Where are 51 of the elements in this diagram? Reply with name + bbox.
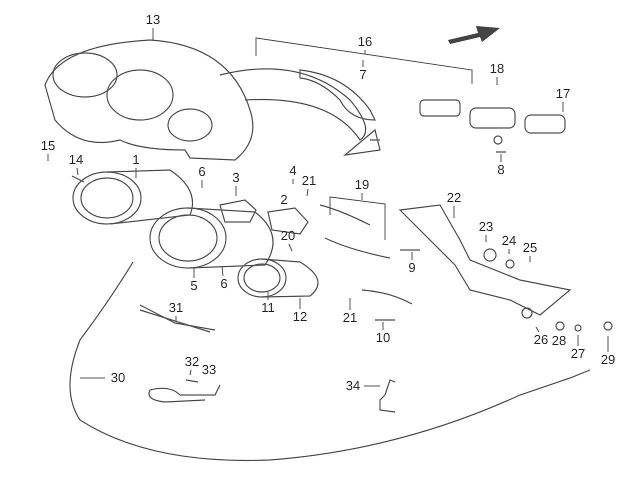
leader-line [222,266,224,276]
callout-number: 3 [232,171,240,185]
callout-number: 18 [490,62,504,76]
callout-number: 5 [190,279,198,293]
leader-line [562,102,564,112]
callout-number: 2 [280,193,288,207]
leader-line [536,326,540,332]
callout-number: 12 [292,310,308,324]
callout-number: 24 [502,234,516,248]
callout-number: 27 [570,347,586,361]
callout-number: 21 [302,174,316,188]
callout-number: 28 [552,334,566,348]
callout-number: 17 [556,87,570,101]
callout-number: 21 [342,311,358,325]
leader-line [76,168,78,176]
callout-number: 1 [132,153,140,167]
callout-number: 9 [408,261,416,275]
leader-line [152,28,154,40]
leader-line [288,244,292,252]
callout-number: 30 [110,371,126,385]
leader-line [292,178,294,184]
leader-line [364,50,366,54]
callout-number: 16 [358,35,372,49]
callout-number: 25 [522,241,538,255]
leader-line [496,76,498,86]
callout-number: 7 [359,68,367,82]
leader-line [306,188,308,196]
callout-number: 13 [146,13,160,27]
callout-number: 6 [220,277,228,291]
leader-line [508,248,510,254]
callout-number: 11 [261,301,275,315]
callout-number: 26 [534,333,548,347]
callout-number: 22 [446,191,462,205]
callout-number: 23 [478,220,494,234]
callout-number: 19 [354,178,370,192]
callout-number: 31 [168,301,184,315]
leader-line [382,322,384,330]
callout-number: 14 [68,153,84,167]
leader-line [500,154,502,162]
callout-number: 20 [280,229,296,243]
callout-number: 32 [184,355,200,369]
leader-line [190,370,192,376]
callout-number: 33 [202,363,216,377]
callout-number: 8 [497,163,505,177]
callout-number: 15 [40,139,56,153]
callout-number: 29 [600,353,616,367]
callout-number: 34 [346,379,360,393]
callout-number: 4 [289,164,297,178]
leader-line [362,60,364,68]
callout-number: 10 [376,331,390,345]
callout-number: 6 [198,165,206,179]
